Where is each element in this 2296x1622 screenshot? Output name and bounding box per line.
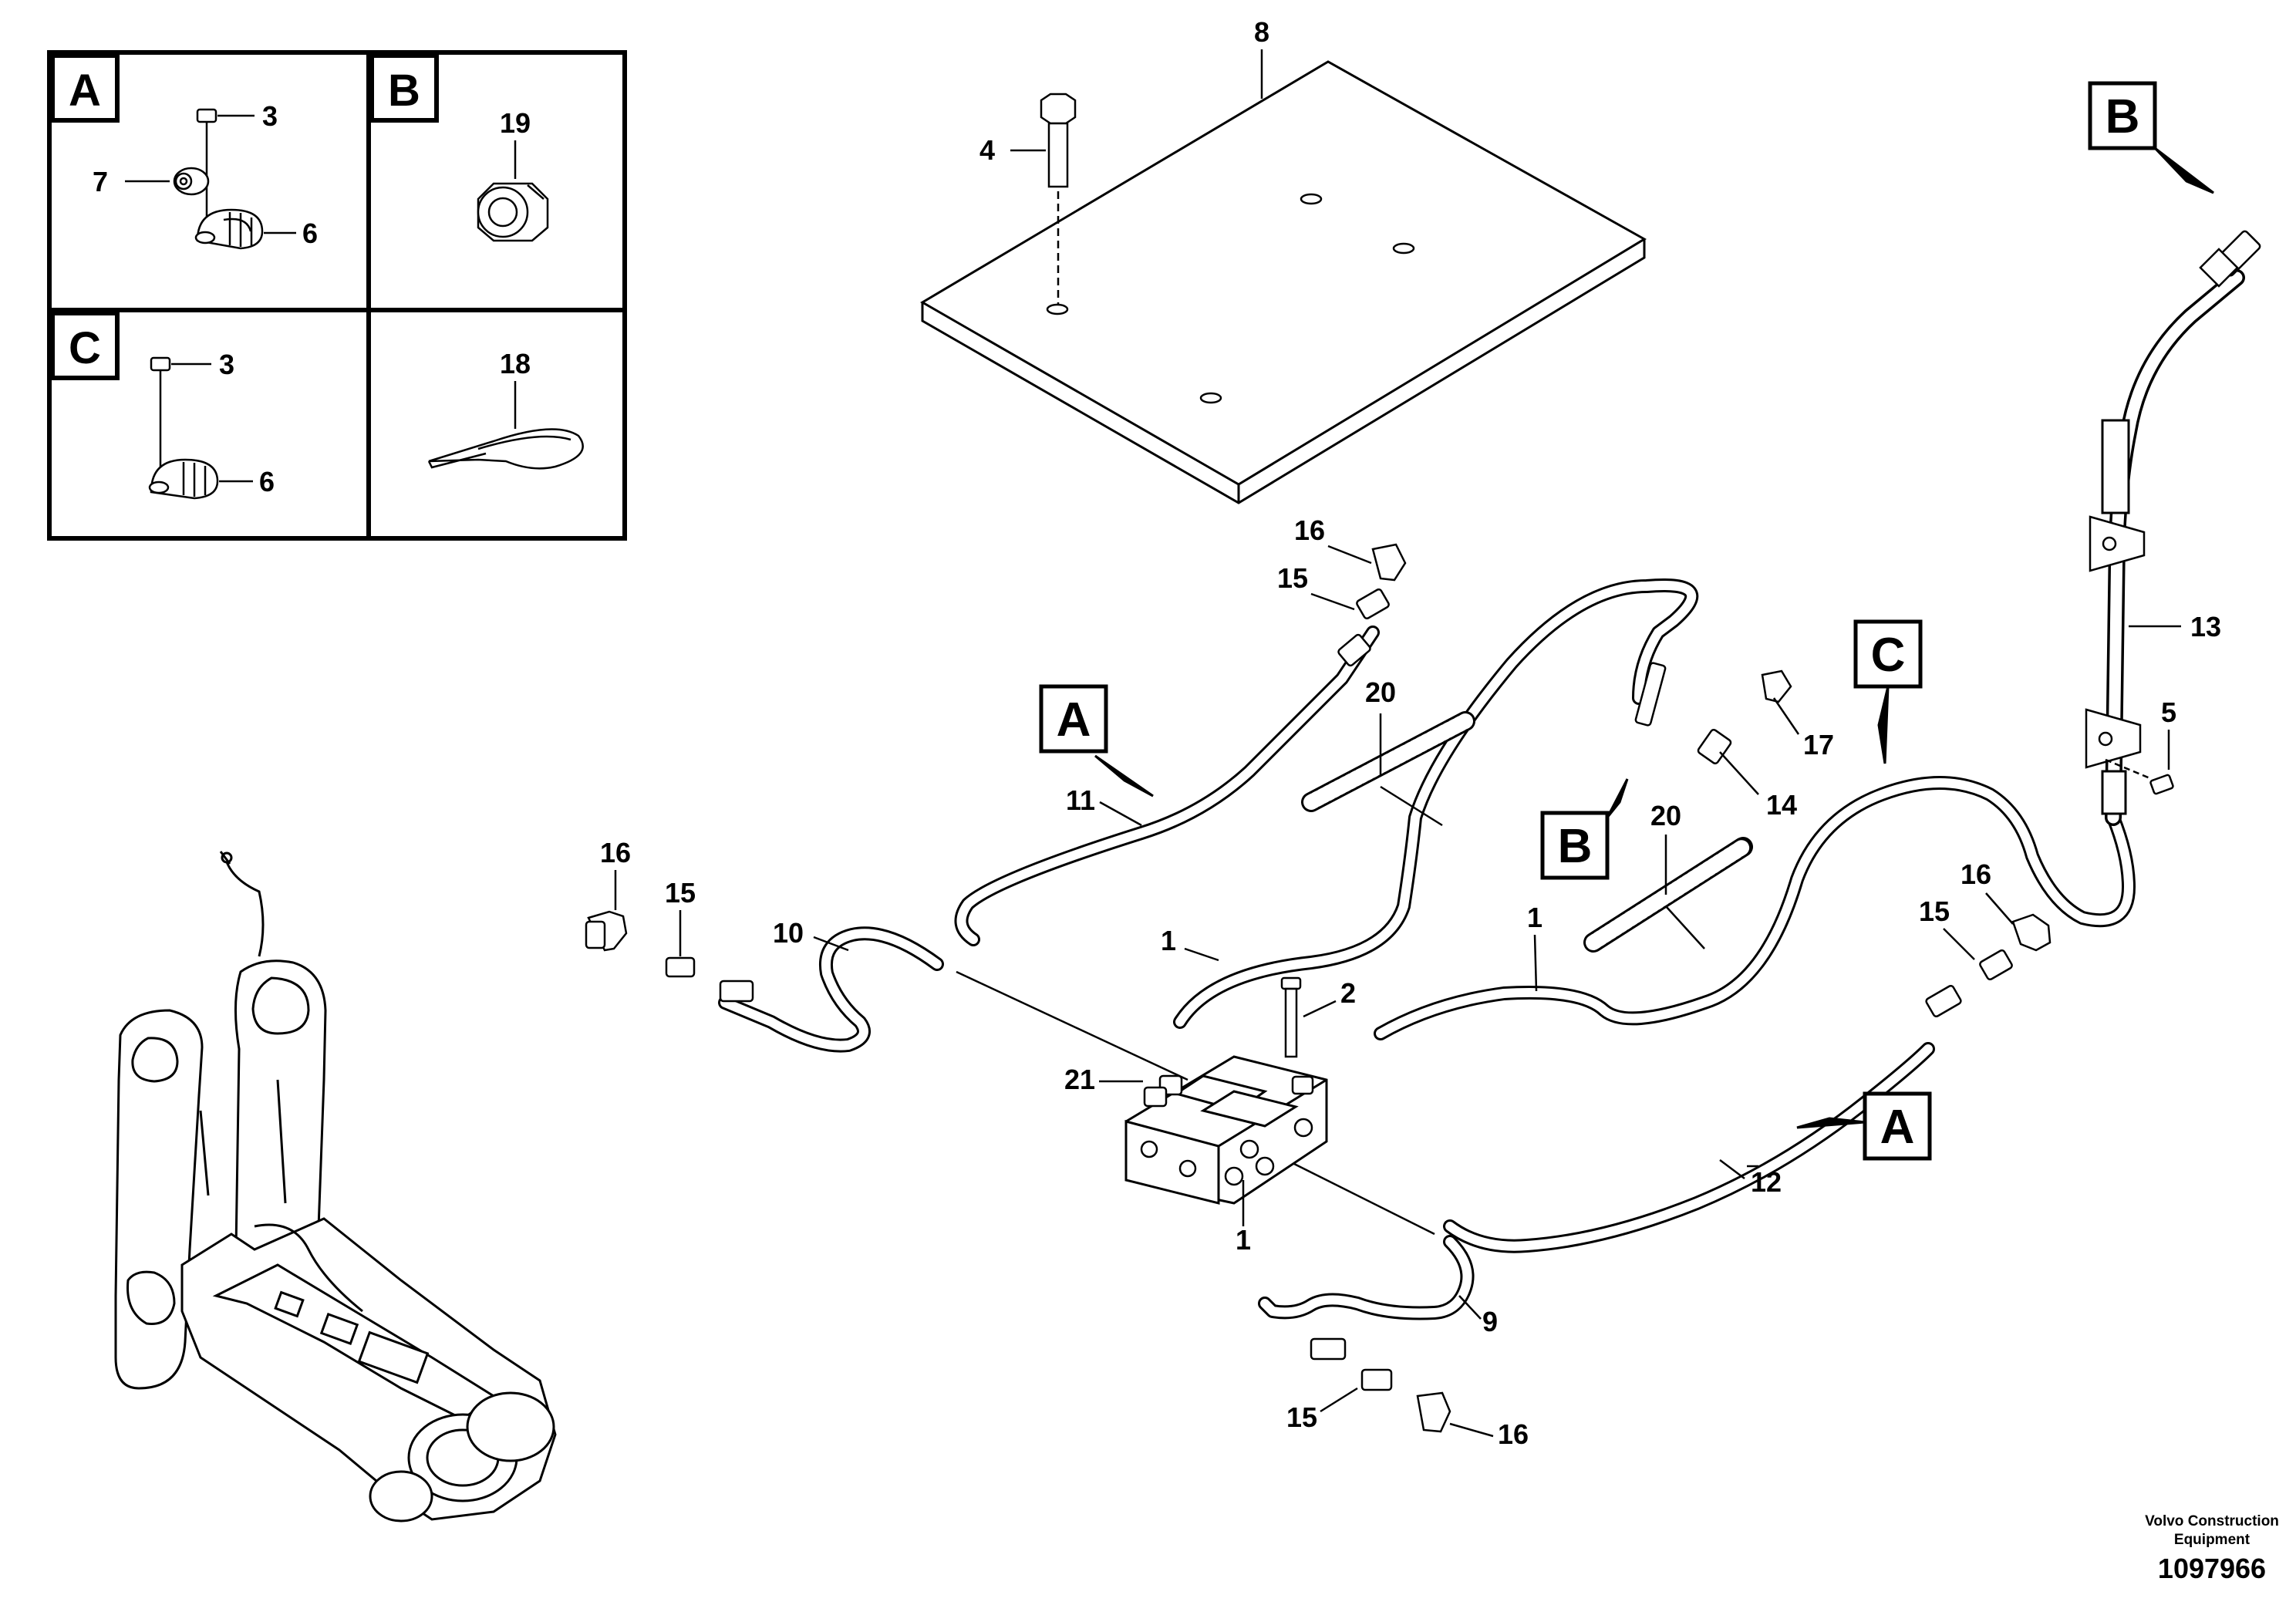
legend-letter-box-a (50, 53, 120, 123)
label-16-right: 16 (1961, 858, 1991, 890)
label-9: 9 (1482, 1306, 1498, 1337)
cable-tie-icon (427, 428, 584, 470)
nut-icon (477, 182, 549, 242)
label-21: 21 (1064, 1064, 1095, 1095)
label-4: 4 (979, 134, 995, 166)
hose-end-fitting (2199, 230, 2261, 288)
drawing-number: 1097966 (2158, 1553, 2266, 1584)
marker-letter-b1: B (2106, 90, 2140, 143)
footer-company-line2: Equipment (2174, 1532, 2250, 1548)
label-17: 17 (1803, 729, 1834, 760)
label-16-left: 16 (600, 837, 631, 868)
marker-letter-a2: A (1880, 1101, 1915, 1154)
hose-lines (718, 269, 2245, 1320)
legend-letter-c: C (69, 323, 101, 373)
label-1-right: 1 (1527, 902, 1542, 933)
fitting-set-left (585, 910, 754, 1003)
label-14: 14 (1766, 789, 1797, 821)
fitting-17-14 (1634, 662, 1792, 765)
marker-c: C (1853, 619, 1923, 764)
label-15-left: 15 (665, 877, 696, 909)
label-10: 10 (773, 917, 804, 949)
legend-c-item-3: 3 (219, 349, 234, 380)
label-16-top: 16 (1294, 514, 1325, 546)
legend-letter-b: B (388, 66, 420, 116)
label-15-top: 15 (1277, 562, 1308, 594)
spacer-icon (173, 167, 210, 196)
label-15-bottom: 15 (1286, 1401, 1317, 1433)
marker-a-right: A (1796, 1091, 1932, 1161)
label-1-bottom: 1 (1236, 1224, 1251, 1256)
boom-arm-overview (114, 851, 557, 1523)
bolt-4-icon (1040, 93, 1077, 305)
label-1-left: 1 (1161, 925, 1176, 956)
clamp-icon (148, 458, 219, 500)
marker-letter-c1: C (1871, 629, 1906, 682)
valve-block (1124, 1055, 1328, 1205)
legend-letter-box-b (369, 53, 439, 123)
clamp-icon (194, 208, 264, 250)
marker-letter-a1: A (1057, 693, 1091, 747)
label-5: 5 (2161, 696, 2176, 728)
label-12: 12 (1751, 1166, 1782, 1198)
cover-plate (920, 60, 1647, 504)
footer-company-line1: Volvo Construction (2145, 1513, 2279, 1529)
footer: Volvo Construction Equipment 1097966 (2145, 1513, 2279, 1584)
legend-letter-a: A (69, 66, 101, 116)
fitting-set-top (1337, 543, 1407, 667)
marker-letter-b2: B (1558, 820, 1593, 873)
label-8: 8 (1254, 16, 1269, 48)
marker-b-top: B (2088, 81, 2214, 194)
legend-c-item-6: 6 (259, 466, 275, 497)
label-16-bottom: 16 (1498, 1418, 1529, 1450)
legend-grid (47, 50, 627, 541)
legend-a-item-3: 3 (262, 100, 278, 132)
legend-a-item-6: 6 (302, 218, 318, 249)
marker-a-left: A (1039, 684, 1154, 798)
legend-a-item-7: 7 (93, 166, 108, 197)
label-15-right: 15 (1919, 895, 1950, 927)
label-13: 13 (2190, 611, 2221, 642)
bolt-2-icon (1280, 976, 1302, 1058)
legend-letter-box-c (50, 311, 120, 380)
label-20a: 20 (1365, 676, 1396, 708)
bolt-5-icon (2105, 758, 2174, 795)
marker-b-mid: B (1540, 778, 1629, 880)
hose-13-clamps (2085, 419, 2146, 815)
legend-cell-d: 18 (427, 348, 584, 470)
bolt-icon (196, 108, 217, 220)
legend-cell-b: B 19 (369, 53, 549, 242)
legend-cell-c: C 3 6 (50, 311, 275, 500)
legend-b-item-19: 19 (500, 107, 531, 139)
legend-d-item-18: 18 (500, 348, 531, 379)
fitting-set-bottom (1310, 1337, 1451, 1433)
callouts: 16 15 10 11 16 15 1 1 1 21 14 17 13 5 16 (600, 514, 2221, 1450)
spring-guard (1301, 711, 1753, 953)
label-2: 2 (1340, 977, 1356, 1009)
label-11: 11 (1066, 784, 1095, 816)
legend-cell-a: A 3 7 6 (50, 53, 318, 250)
fitting-set-right (1925, 913, 2052, 1018)
label-20b: 20 (1650, 800, 1681, 831)
